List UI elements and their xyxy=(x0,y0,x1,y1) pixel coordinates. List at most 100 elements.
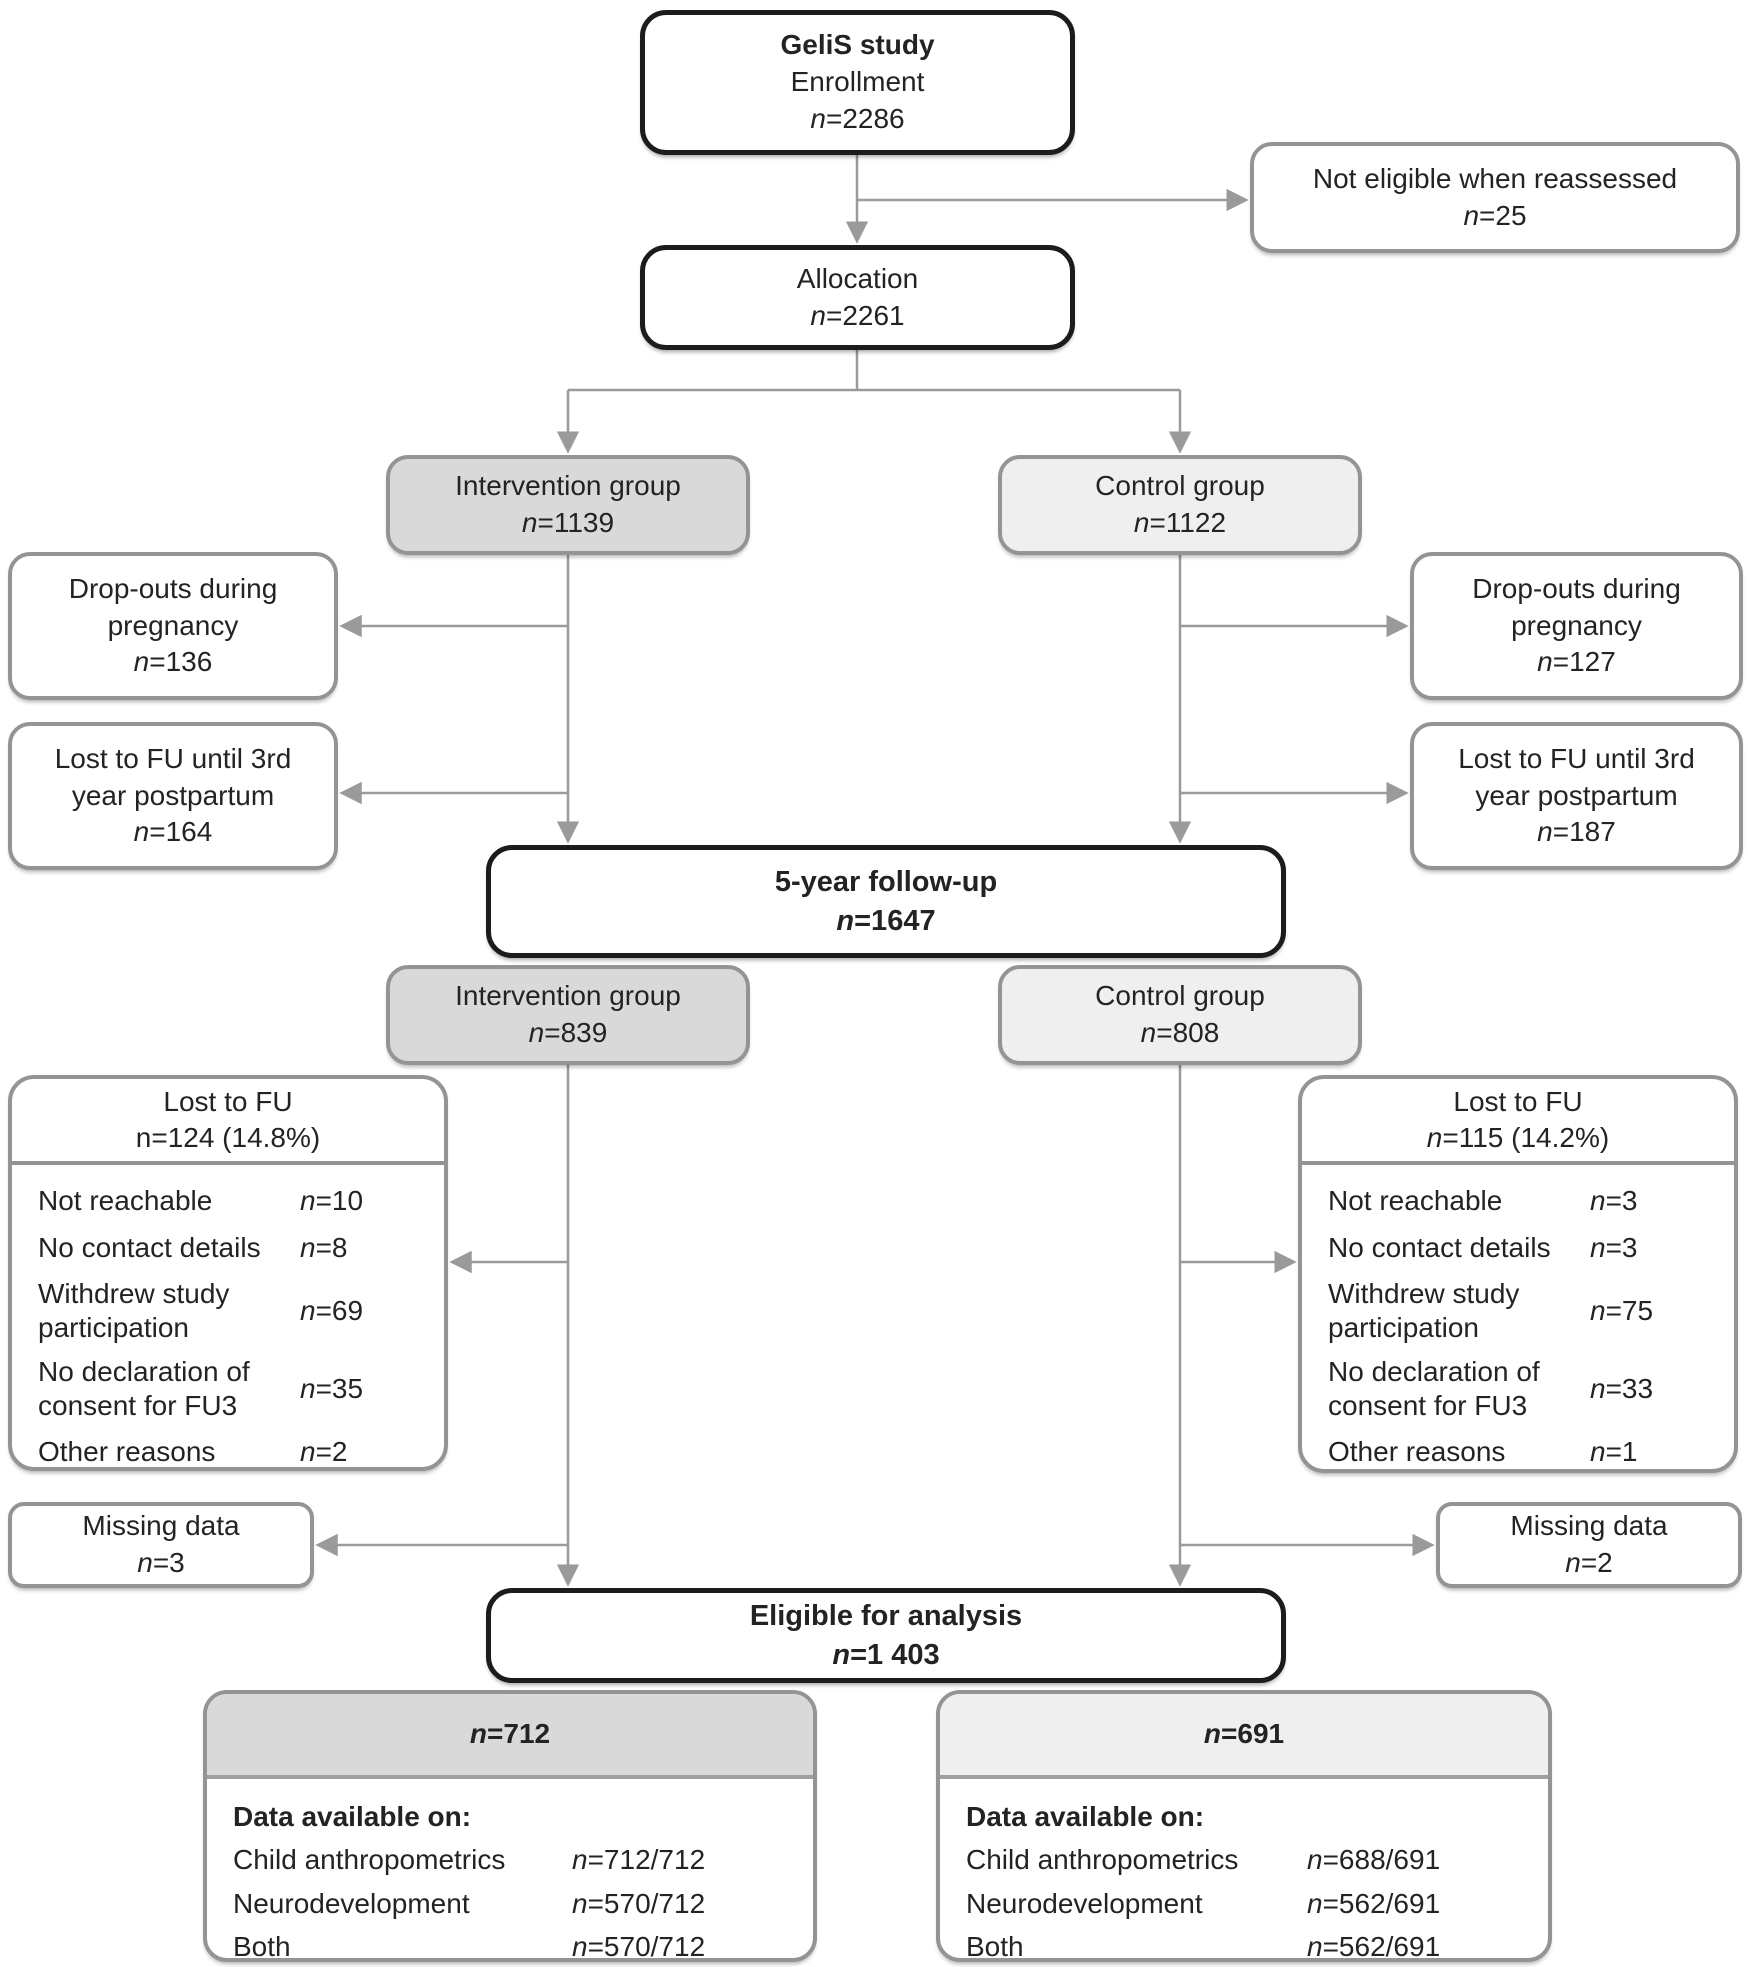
reason-n: n=8 xyxy=(300,1231,348,1263)
dropouts-right-line2: pregnancy xyxy=(1511,609,1642,641)
eligible-label: Eligible for analysis xyxy=(749,1600,1023,1633)
reason-row: Withdrew study participation n=75 xyxy=(1328,1277,1710,1345)
data-label: Both xyxy=(966,1931,1024,1962)
enrollment-title: GeliS study xyxy=(780,29,935,61)
enrollment-box: GeliS study Enrollment n=2286 xyxy=(640,10,1075,155)
reason-label: Withdrew study participation xyxy=(1328,1277,1520,1344)
data-n: n=570/712 xyxy=(572,1931,706,1962)
dropouts-right-line1: Drop-outs during xyxy=(1472,572,1681,604)
reason-n: n=3 xyxy=(1590,1185,1638,1216)
not-eligible-n: n=25 xyxy=(1463,199,1527,231)
data-n: n=562/691 xyxy=(1307,1887,1441,1919)
reason-label: Other reasons xyxy=(38,1435,216,1467)
reason-row: No declaration of consent for FU3 n=33 xyxy=(1328,1355,1710,1423)
reason-n: n=3 xyxy=(1590,1231,1638,1263)
reason-label: Withdrew study participation xyxy=(38,1277,230,1344)
lost-to-fu-left-n: n=124 (14.8%) xyxy=(135,1122,321,1153)
allocation-label: Allocation xyxy=(796,262,919,294)
dropouts-pregnancy-left-box: Drop-outs during pregnancy n=136 xyxy=(8,552,338,700)
reason-n: n=10 xyxy=(300,1185,364,1216)
reason-label: No declaration of consent for FU3 xyxy=(1328,1356,1540,1422)
data-available-heading: Data available on: xyxy=(233,1801,472,1832)
control-group-allocation-box: Control group n=1122 xyxy=(998,455,1362,555)
data-n: n=562/691 xyxy=(1307,1931,1441,1962)
lost3rd-left-line1: Lost to FU until 3rd xyxy=(54,742,292,774)
data-label: Child anthropometrics xyxy=(233,1844,506,1876)
control-followup-label: Control group xyxy=(1095,980,1265,1012)
data-row: Neurodevelopment n=570/712 xyxy=(233,1882,787,1925)
lost-to-fu-right-box: Lost to FU n=115 (14.2%) Not reachable n… xyxy=(1298,1075,1738,1473)
intervention-group-n: n=1139 xyxy=(521,507,615,538)
not-eligible-box: Not eligible when reassessed n=25 xyxy=(1250,142,1740,253)
missing-left-label: Missing data xyxy=(82,1510,240,1542)
control-group-n: n=1122 xyxy=(1133,507,1227,538)
lost-to-fu-right-n: n=115 (14.2%) xyxy=(1426,1122,1610,1153)
data-row: Child anthropometrics n=688/691 xyxy=(966,1838,1522,1881)
control-followup-n: n=808 xyxy=(1140,1017,1220,1048)
lost3rd-right-line2: year postpartum xyxy=(1475,779,1678,811)
data-row: Child anthropometrics n=712/712 xyxy=(233,1838,787,1881)
reason-label: Not reachable xyxy=(38,1185,213,1217)
enrollment-subtitle: Enrollment xyxy=(790,66,925,98)
reason-row: Withdrew study participation n=69 xyxy=(38,1277,420,1345)
reason-row: Not reachable n=3 xyxy=(1328,1183,1710,1220)
reason-label: Other reasons xyxy=(1328,1435,1506,1467)
reason-n: n=75 xyxy=(1590,1294,1654,1326)
reason-label: No contact details xyxy=(1328,1232,1551,1264)
reason-n: n=2 xyxy=(300,1435,348,1467)
reason-row: No contact details n=3 xyxy=(1328,1230,1710,1267)
lost-to-fu-left-header: Lost to FU n=124 (14.8%) xyxy=(12,1079,444,1165)
reason-row: No declaration of consent for FU3 n=35 xyxy=(38,1355,420,1423)
reason-n: n=1 xyxy=(1590,1435,1638,1467)
not-eligible-label: Not eligible when reassessed xyxy=(1312,162,1678,194)
reason-label: No contact details xyxy=(38,1232,261,1264)
reason-label: Not reachable xyxy=(1328,1185,1503,1217)
results-intervention-n: n=712 xyxy=(469,1718,551,1750)
dropouts-left-n: n=136 xyxy=(133,646,213,678)
data-n: n=688/691 xyxy=(1307,1844,1441,1876)
allocation-box: Allocation n=2261 xyxy=(640,245,1075,350)
lost-to-fu-left-title: Lost to FU xyxy=(163,1085,293,1117)
reason-row: Other reasons n=2 xyxy=(38,1434,420,1471)
control-group-label: Control group xyxy=(1095,470,1265,502)
lost-to-fu-right-header: Lost to FU n=115 (14.2%) xyxy=(1302,1079,1734,1165)
reason-row: Other reasons n=1 xyxy=(1328,1434,1710,1471)
intervention-group-label: Intervention group xyxy=(455,470,681,502)
dropouts-pregnancy-right-box: Drop-outs during pregnancy n=127 xyxy=(1410,552,1743,700)
lost-to-fu-right-title: Lost to FU xyxy=(1453,1085,1583,1117)
results-intervention-header: n=712 xyxy=(207,1694,813,1779)
data-label: Child anthropometrics xyxy=(966,1844,1239,1876)
allocation-n: n=2261 xyxy=(810,299,905,331)
intervention-group-followup-box: Intervention group n=839 xyxy=(386,965,750,1065)
reason-n: n=69 xyxy=(300,1294,364,1326)
connector-lines xyxy=(315,155,1435,1587)
five-year-followup-n: n=1647 xyxy=(836,904,936,937)
reason-n: n=33 xyxy=(1590,1372,1654,1404)
results-control-header: n=691 xyxy=(940,1694,1548,1779)
data-label: Neurodevelopment xyxy=(233,1887,470,1919)
five-year-followup-box: 5-year follow-up n=1647 xyxy=(486,845,1286,958)
lost3rd-right-line1: Lost to FU until 3rd xyxy=(1458,742,1695,774)
results-intervention-body: Data available on: Child anthropometrics… xyxy=(207,1779,813,1962)
lost-to-fu-left-box: Lost to FU n=124 (14.8%) Not reachable n… xyxy=(8,1075,448,1471)
data-n: n=570/712 xyxy=(572,1887,706,1919)
reason-n: n=35 xyxy=(300,1372,364,1404)
reason-row: No contact details n=8 xyxy=(38,1230,420,1267)
missing-data-right-box: Missing data n=2 xyxy=(1436,1502,1742,1588)
dropouts-left-line2: pregnancy xyxy=(107,609,239,641)
intervention-followup-n: n=839 xyxy=(528,1017,608,1048)
dropouts-right-n: n=127 xyxy=(1537,646,1616,678)
eligible-n: n=1 403 xyxy=(832,1638,940,1671)
control-group-followup-box: Control group n=808 xyxy=(998,965,1362,1065)
data-label: Both xyxy=(233,1931,291,1962)
lost-to-fu-right-reasons: Not reachable n=3 No contact details n=3… xyxy=(1302,1165,1734,1480)
intervention-followup-label: Intervention group xyxy=(455,980,681,1012)
lost-fu-3rd-year-left-box: Lost to FU until 3rd year postpartum n=1… xyxy=(8,722,338,870)
missing-right-n: n=2 xyxy=(1565,1547,1613,1578)
results-intervention-box: n=712 Data available on: Child anthropom… xyxy=(203,1690,817,1962)
lost3rd-left-n: n=164 xyxy=(133,816,213,848)
intervention-group-allocation-box: Intervention group n=1139 xyxy=(386,455,750,555)
missing-right-label: Missing data xyxy=(1510,1510,1668,1542)
